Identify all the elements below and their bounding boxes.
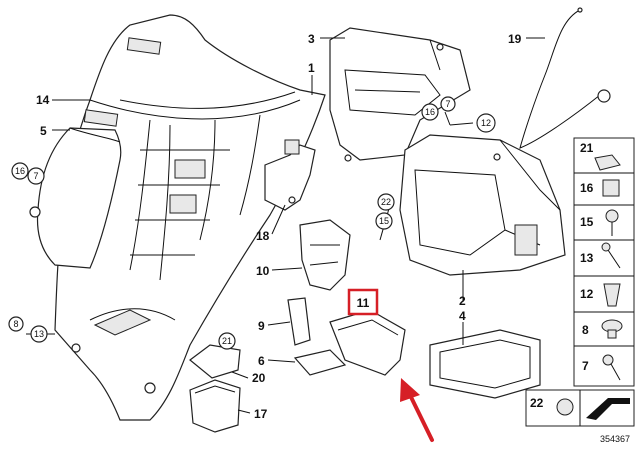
callout-4: 4 (459, 309, 466, 323)
part-20-cover (189, 344, 241, 379)
callout-10: 10 (256, 264, 270, 278)
clip-nut-icon (594, 154, 621, 171)
pad-icon (586, 398, 630, 420)
callout-16-7-right: 16 7 (421, 96, 456, 121)
svg-text:12: 12 (481, 118, 491, 128)
callout-20: 20 (252, 371, 266, 385)
callout-18: 18 (256, 229, 270, 243)
part-6-plate (293, 349, 347, 376)
callout-3: 3 (308, 32, 315, 46)
svg-text:12: 12 (580, 287, 594, 301)
callout-8-13: 8 13 (8, 316, 48, 343)
part-19-cable (519, 7, 611, 149)
sidebar-item-15: 15 (580, 209, 619, 236)
callout-2: 2 (459, 294, 466, 308)
diagram-number: 354367 (600, 434, 630, 444)
svg-text:7: 7 (33, 171, 38, 181)
svg-text:7: 7 (582, 359, 589, 373)
expanding-rivet-icon (603, 283, 621, 307)
svg-text:16: 16 (15, 166, 25, 176)
bolt-icon (602, 354, 614, 366)
svg-text:21: 21 (580, 141, 594, 155)
callout-21: 21 (218, 332, 236, 350)
bottom-part-box: 22 (525, 389, 635, 427)
svg-text:13: 13 (580, 251, 594, 265)
part-2-frame (399, 134, 566, 276)
part-18-actuator (264, 139, 316, 211)
sidebar-item-16: 16 (580, 179, 620, 197)
sidebar-item-21: 21 (580, 141, 621, 171)
armrest-lid (29, 127, 122, 269)
svg-text:22: 22 (381, 197, 391, 207)
svg-text:16: 16 (425, 107, 435, 117)
part-10-lock (299, 219, 351, 291)
sidebar-item-13: 13 (580, 242, 621, 269)
part-17-bin (189, 379, 241, 433)
bottom-part-label: 22 (530, 396, 544, 410)
svg-text:8: 8 (13, 319, 18, 329)
sidebar-item-8: 8 (582, 319, 623, 339)
svg-text:11: 11 (357, 296, 370, 310)
console-body (54, 14, 326, 421)
svg-text:8: 8 (582, 323, 589, 337)
fastener-sidebar: 21 16 15 13 12 8 7 (573, 137, 635, 387)
svg-text:21: 21 (222, 336, 232, 346)
callout-16-7-left: 16 7 (11, 162, 45, 185)
sidebar-item-7: 7 (582, 354, 621, 381)
callout-6: 6 (258, 354, 265, 368)
callout-5: 5 (40, 124, 47, 138)
clip-icon (602, 179, 620, 197)
red-arrow-icon (400, 378, 434, 442)
callout-19: 19 (508, 32, 522, 46)
callout-12: 12 (476, 113, 496, 133)
svg-text:7: 7 (445, 99, 450, 109)
part-9-clip (287, 297, 311, 346)
svg-text:15: 15 (580, 215, 594, 229)
callout-17: 17 (254, 407, 268, 421)
sidebar-item-12: 12 (580, 283, 621, 307)
svg-text:13: 13 (34, 329, 44, 339)
svg-text:15: 15 (379, 216, 389, 226)
screw-head-icon (605, 209, 619, 223)
callouts: 14 5 16 7 8 13 3 1 16 7 12 22 (8, 32, 522, 421)
callout-14: 14 (36, 93, 50, 107)
callout-22-15: 22 15 (375, 193, 395, 230)
grommet-icon (556, 398, 574, 416)
callout-1: 1 (308, 61, 315, 75)
part-4-tray (429, 329, 541, 399)
svg-text:16: 16 (580, 181, 594, 195)
callout-9: 9 (258, 319, 265, 333)
callout-11-highlighted: 11 (347, 288, 379, 316)
